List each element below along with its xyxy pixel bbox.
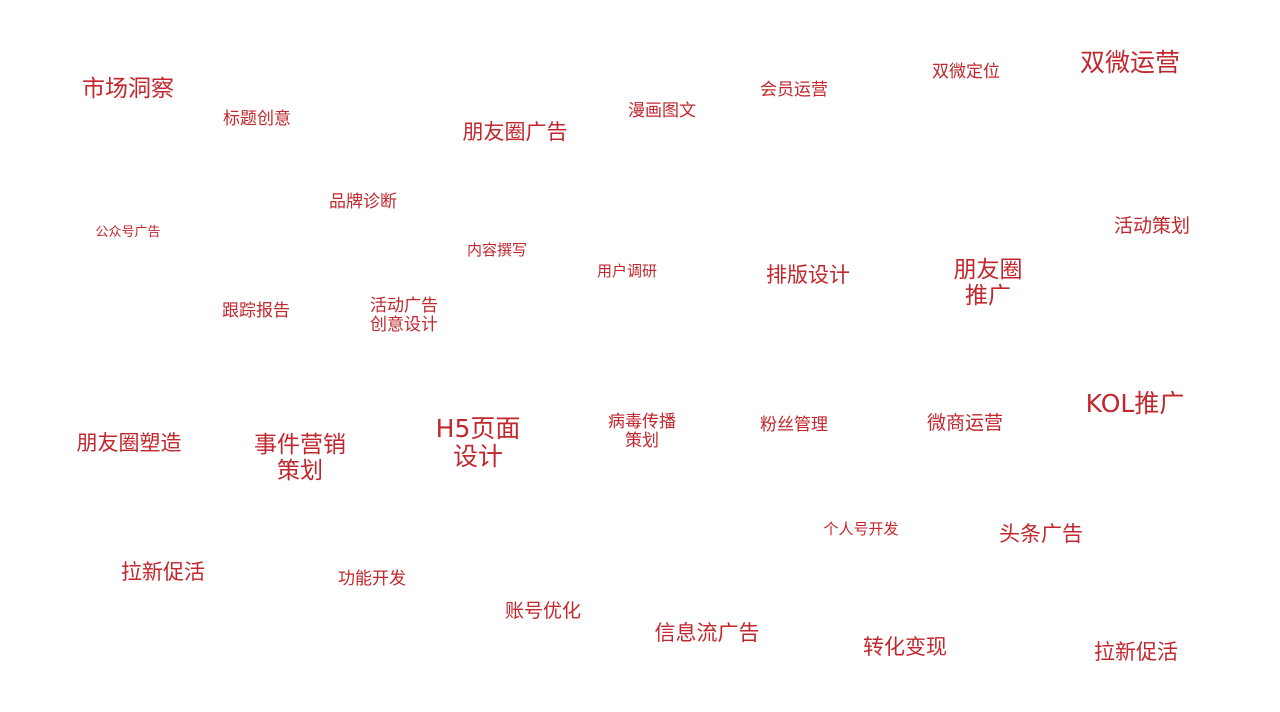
word-micro-business: 微商运营 [926, 412, 1004, 434]
word-moments-promotion: 朋友圈 推广 [953, 257, 1023, 309]
word-moments-shaping: 朋友圈塑造 [76, 431, 182, 455]
word-brand-diagnosis: 品牌诊断 [329, 192, 397, 212]
word-title-creative: 标题创意 [223, 109, 291, 129]
word-h5-design: H5页面 设计 [435, 414, 521, 471]
word-feed-ads: 信息流广告 [654, 621, 760, 645]
word-viral-spread: 病毒传播 策划 [608, 412, 676, 452]
word-member-operation: 会员运营 [760, 80, 828, 100]
word-dual-micro-operation: 双微运营 [1079, 48, 1181, 77]
word-event-marketing: 事件营销 策划 [254, 432, 346, 484]
word-tracking-report: 跟踪报告 [222, 301, 290, 321]
word-account-optimization: 账号优化 [504, 600, 582, 622]
word-acquisition-activation-2: 拉新促活 [1094, 640, 1178, 664]
word-dual-micro-positioning: 双微定位 [932, 62, 1000, 82]
word-user-research: 用户调研 [596, 262, 658, 280]
word-headline-ads: 头条广告 [999, 522, 1083, 546]
word-content-writing: 内容撰写 [466, 241, 528, 259]
word-personal-account-dev: 个人号开发 [823, 520, 899, 538]
word-conversion-monetization: 转化变现 [863, 635, 947, 659]
word-comic-graphics: 漫画图文 [628, 101, 696, 121]
word-acquisition-activation: 拉新促活 [121, 560, 205, 584]
word-event-ad-creative: 活动广告 创意设计 [370, 296, 438, 336]
word-official-account-ads: 公众号广告 [95, 225, 161, 240]
word-moments-ads: 朋友圈广告 [462, 120, 568, 144]
word-layout-design: 排版设计 [766, 263, 850, 287]
word-kol-promotion: KOL推广 [1085, 389, 1185, 418]
word-fan-management: 粉丝管理 [760, 415, 828, 435]
word-event-planning: 活动策划 [1113, 215, 1191, 237]
word-feature-dev: 功能开发 [338, 569, 406, 589]
word-market-insight: 市场洞察 [82, 76, 174, 102]
